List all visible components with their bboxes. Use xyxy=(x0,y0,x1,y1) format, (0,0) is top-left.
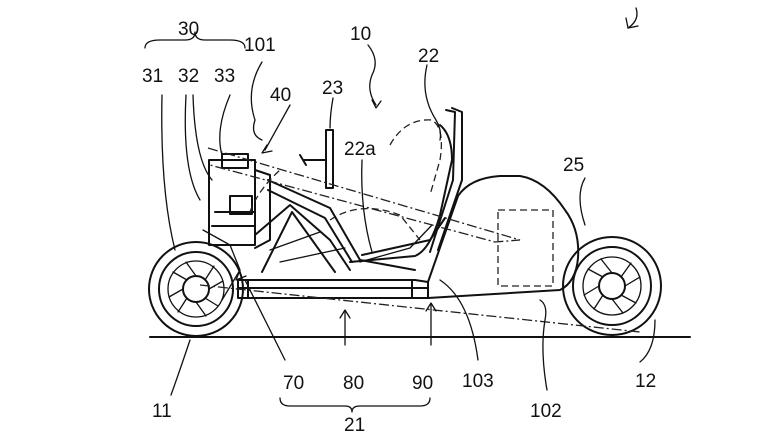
label-12: 12 xyxy=(635,371,656,392)
label-30: 30 xyxy=(178,19,199,40)
label-32: 32 xyxy=(178,66,199,87)
label-21: 21 xyxy=(344,415,365,436)
label-11: 11 xyxy=(152,401,172,422)
label-80: 80 xyxy=(343,373,364,394)
label-40: 40 xyxy=(270,85,291,106)
label-101: 101 xyxy=(244,35,276,56)
label-103: 103 xyxy=(462,371,494,392)
leader-lines xyxy=(144,7,656,413)
rear-wheel xyxy=(562,236,662,336)
line-103 xyxy=(249,169,281,213)
label-102: 102 xyxy=(530,401,562,422)
tube-frame xyxy=(254,179,446,273)
bottom-frame xyxy=(237,279,429,299)
label-25: 25 xyxy=(563,155,584,176)
front-wheel xyxy=(148,241,244,337)
seat xyxy=(329,107,463,263)
rear-unit-box xyxy=(497,209,554,287)
label-22: 22 xyxy=(418,46,439,67)
label-70: 70 xyxy=(283,373,304,394)
label-22a: 22a xyxy=(344,139,376,160)
line-102 xyxy=(199,284,641,333)
label-23: 23 xyxy=(322,78,343,99)
label-90: 90 xyxy=(412,373,433,394)
label-33: 33 xyxy=(214,66,235,87)
rear-cowl xyxy=(427,175,580,299)
label-10: 10 xyxy=(350,24,371,45)
line-101 xyxy=(207,147,521,243)
front-unit xyxy=(202,153,271,301)
label-31: 31 xyxy=(142,66,163,87)
steering xyxy=(299,129,334,189)
